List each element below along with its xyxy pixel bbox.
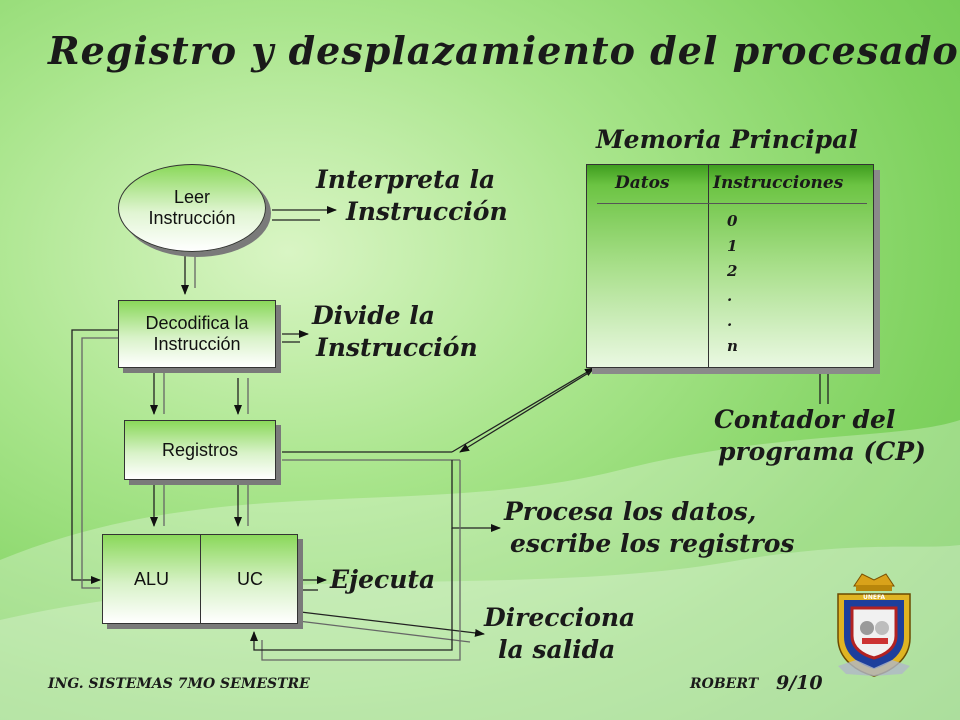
footer-course: ING. SISTEMAS 7MO SEMESTRE: [48, 676, 310, 692]
divide-label-line1: Divide la: [312, 301, 435, 330]
line-uc-direcciona-b: [289, 619, 471, 643]
alu-uc-divider: [200, 535, 201, 623]
contador-label-line1: Contador del: [714, 405, 896, 434]
decodifica-line1: Decodifica la: [145, 313, 249, 333]
arrow-bus-procesa: [451, 460, 501, 532]
memoria-col-instrucciones: Instrucciones: [713, 173, 844, 193]
interpreta-label-line1: Interpreta la: [316, 165, 496, 194]
contador-label-line2: programa (CP): [718, 437, 926, 466]
decodifica-node: Decodifica la Instrucción: [118, 300, 276, 368]
memoria-header-line: [597, 203, 867, 204]
decodifica-line2: Instrucción: [153, 334, 241, 354]
direcciona-label-line2: la salida: [498, 635, 616, 664]
arrow-bus-feedback: [250, 528, 453, 651]
footer-page-number: 9/10: [776, 672, 823, 694]
memoria-index: .: [727, 312, 733, 330]
procesa-label-line2: escribe los registros: [510, 529, 795, 558]
leer-line1: Leer: [173, 187, 210, 207]
procesa-label-line1: Procesa los datos,: [504, 497, 757, 526]
unefa-emblem: UNEFA: [837, 573, 911, 677]
leer-instruccion-node: Leer Instrucción: [118, 164, 266, 252]
memoria-indices: 0 1 2 . . n: [727, 209, 738, 359]
arrow-memoria-bus: [459, 371, 591, 453]
memoria-index: 1: [727, 237, 738, 255]
memoria-title: Memoria Principal: [596, 125, 858, 154]
uc-label: UC: [237, 568, 263, 589]
divide-label-line2: Instrucción: [316, 333, 478, 362]
emblem-text: UNEFA: [863, 594, 885, 601]
alu-uc-node: ALU UC: [102, 534, 298, 624]
memoria-index: .: [727, 287, 733, 305]
ejecuta-label: Ejecuta: [330, 565, 436, 594]
leer-line2: Instrucción: [148, 208, 236, 228]
footer-author: ROBERT: [690, 676, 759, 692]
registros-label: Registros: [161, 439, 239, 460]
alu-label: ALU: [133, 568, 169, 589]
memoria-index: 0: [727, 212, 738, 230]
arrow-decodifica-alu: [71, 329, 118, 584]
arrow-bus-memoria: [451, 367, 595, 453]
registros-node: Registros: [124, 420, 276, 480]
memoria-col-datos: Datos: [615, 173, 670, 193]
slide-title: Registro y desplazamiento del procesador: [48, 28, 960, 73]
arrow-uc-direcciona: [283, 609, 485, 637]
line-decodifica-alu-b: [81, 337, 118, 589]
memoria-principal-table: Datos Instrucciones 0 1 2 . . n: [586, 164, 874, 368]
direcciona-label-line1: Direcciona: [484, 603, 636, 632]
memoria-index: n: [727, 337, 738, 355]
memoria-column-divider: [708, 165, 709, 367]
memoria-index: 2: [727, 262, 738, 280]
interpreta-label-line2: Instrucción: [346, 197, 508, 226]
